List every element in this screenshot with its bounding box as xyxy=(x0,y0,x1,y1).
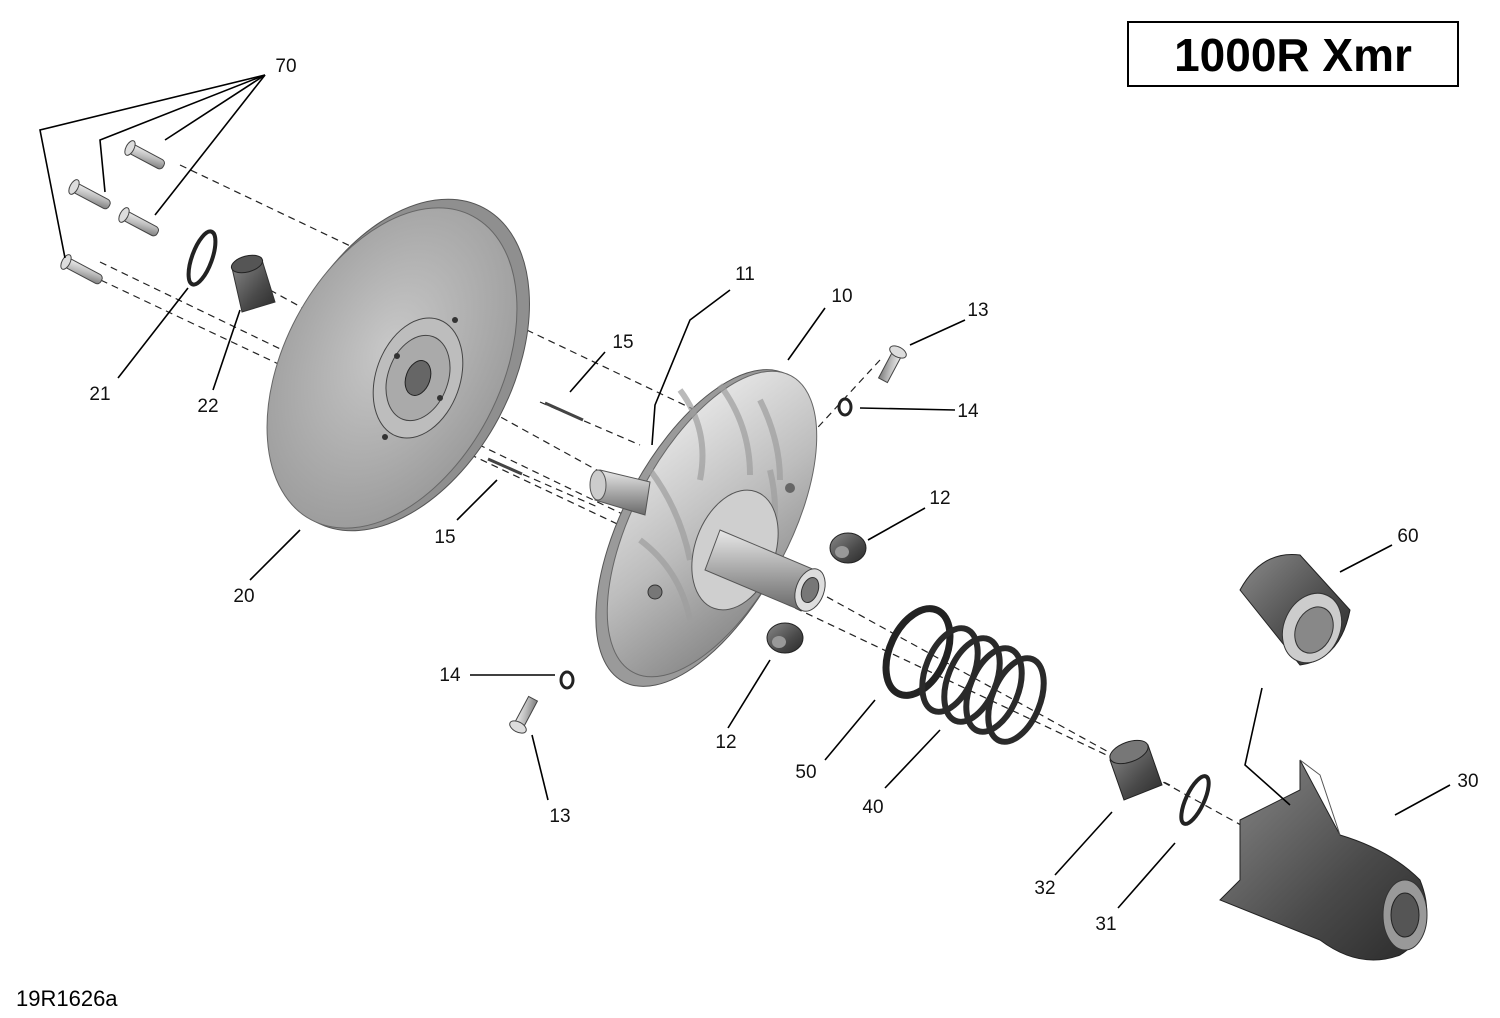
pin-70-a xyxy=(124,140,165,170)
cam-30 xyxy=(1219,759,1428,961)
pin-70-c xyxy=(118,207,159,237)
model-title-box: 1000R Xmr xyxy=(1127,21,1459,87)
callout-13-a: 13 xyxy=(967,300,988,321)
retaining-ring-21 xyxy=(186,229,218,287)
pin-15-a xyxy=(544,401,584,422)
spring-40 xyxy=(919,625,1047,745)
shaft-11 xyxy=(589,469,826,612)
pin-15-b xyxy=(487,457,523,476)
cap-60 xyxy=(1239,553,1351,666)
callout-11: 11 xyxy=(735,264,755,285)
fixed-sheave-20 xyxy=(266,198,530,532)
pin-group-70 xyxy=(60,140,165,285)
roller-12-b xyxy=(766,622,804,654)
pin-70-d xyxy=(60,254,103,285)
callout-14-a: 14 xyxy=(957,401,979,422)
bushing-22 xyxy=(230,254,276,313)
figure-id: 19R1626a xyxy=(16,986,118,1011)
callout-30: 30 xyxy=(1457,771,1478,792)
callout-14-b: 14 xyxy=(439,665,461,686)
pin-70-b xyxy=(68,179,111,210)
callout-70: 70 xyxy=(275,56,296,77)
callout-15-a: 15 xyxy=(612,332,633,353)
washer-14-b xyxy=(559,670,575,690)
callout-12-b: 12 xyxy=(715,732,736,753)
callout-13-b: 13 xyxy=(549,806,570,827)
leader-lines xyxy=(39,74,1451,909)
washer-14-a xyxy=(837,397,853,417)
model-title: 1000R Xmr xyxy=(1174,29,1412,81)
callout-15-b: 15 xyxy=(434,527,455,548)
screw-13-a xyxy=(877,345,907,384)
callout-10: 10 xyxy=(831,286,852,307)
callout-21: 21 xyxy=(89,384,110,405)
retaining-ring-31 xyxy=(1179,774,1211,826)
screw-13-b xyxy=(509,695,539,734)
roller-12-a xyxy=(829,532,867,564)
callout-12-a: 12 xyxy=(929,488,950,509)
callout-31: 31 xyxy=(1095,914,1116,935)
movable-sheave-10 xyxy=(595,369,818,687)
callout-22: 22 xyxy=(197,396,218,417)
ring-50 xyxy=(882,605,954,699)
callout-labels: 70 21 22 20 11 10 15 15 13 14 12 14 13 1… xyxy=(89,56,1478,935)
callout-50: 50 xyxy=(795,762,816,783)
callout-20: 20 xyxy=(233,586,254,607)
callout-40: 40 xyxy=(862,797,883,818)
callout-60: 60 xyxy=(1397,526,1418,547)
bushing-32 xyxy=(1109,739,1163,801)
callout-32: 32 xyxy=(1034,878,1055,899)
